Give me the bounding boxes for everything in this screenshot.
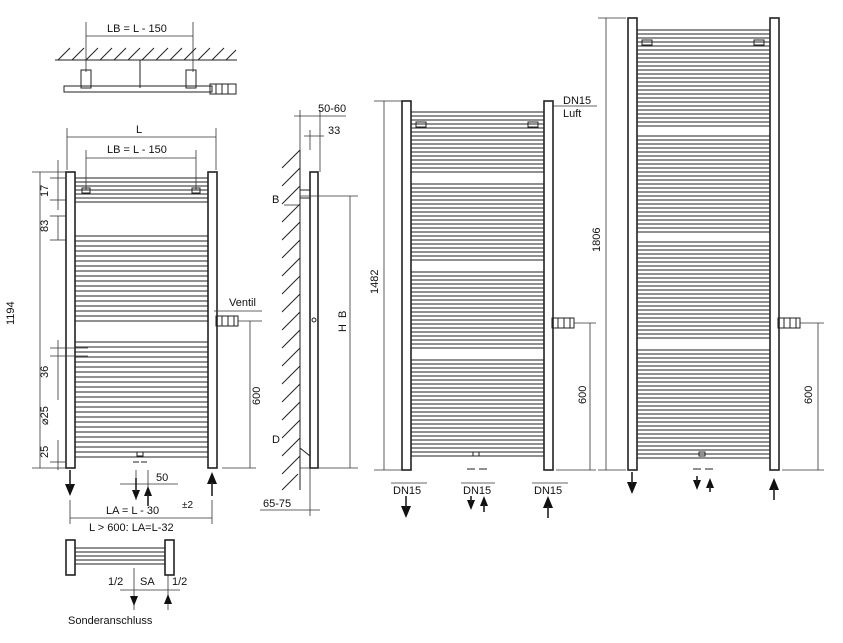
b-dim-label: B xyxy=(337,311,349,318)
dim-25-label: 25 xyxy=(39,446,51,458)
dim-600c-label: 600 xyxy=(803,386,815,404)
dn15-c-label: DN15 xyxy=(534,485,562,497)
dim-600a-label: 600 xyxy=(251,387,263,405)
sonderanschluss-label: Sonderanschluss xyxy=(68,615,153,627)
half-left-label: 1/2 xyxy=(108,576,123,588)
b-bracket-label: B xyxy=(272,194,279,206)
lb-top-label: LB = L - 150 xyxy=(107,23,167,35)
dim-17-label: 17 xyxy=(39,185,51,197)
luft-label: Luft xyxy=(563,108,581,120)
h-label: H xyxy=(337,324,349,332)
la-label: LA = L - 30 xyxy=(106,505,159,517)
dim-83-label: 83 xyxy=(39,220,51,232)
height-1806-label: 1806 xyxy=(591,228,603,252)
radiator-1806-view: 1806 600 xyxy=(591,17,824,500)
height-1482-label: 1482 xyxy=(369,270,381,294)
special-connection-view: 1/2 SA 1/2 Sonderanschluss xyxy=(65,539,187,627)
lb-front-label: LB = L - 150 xyxy=(107,144,167,156)
l-label: L xyxy=(136,124,142,136)
top-view: LB = L - 150 xyxy=(55,22,237,95)
dim-600b-label: 600 xyxy=(577,386,589,404)
dn15-a-label: DN15 xyxy=(393,485,421,497)
radiator-1482-view: 1482 DN15 Luft 600 DN15 DN15 DN15 xyxy=(369,95,597,518)
side-view: 50-60 33 B H B D 65-75 xyxy=(260,103,358,516)
half-right-label: 1/2 xyxy=(172,576,187,588)
front-bars xyxy=(75,177,208,458)
dim-5060-label: 50-60 xyxy=(318,103,346,115)
wall-hatch-top xyxy=(57,47,237,61)
ventil-label: Ventil xyxy=(229,297,256,309)
d-label: D xyxy=(272,434,280,446)
dim-50-label: 50 xyxy=(156,472,168,484)
dim-33-label: 33 xyxy=(328,125,340,137)
dim-6575-label: 65-75 xyxy=(263,498,291,510)
middle-bars xyxy=(411,111,544,457)
dn15-b-label: DN15 xyxy=(463,485,491,497)
dn15-luft-label: DN15 xyxy=(563,95,591,107)
dim-dia25-label: ⌀25 xyxy=(39,406,51,425)
height-1194-label: 1194 xyxy=(5,301,17,325)
sa-label: SA xyxy=(140,576,155,588)
front-view: L LB = L - 150 1194 17 83 36 ⌀25 xyxy=(5,124,263,534)
la-tolerance-label: ±2 xyxy=(182,500,193,511)
tall-bars xyxy=(637,29,770,459)
la-alt-label: L > 600: LA=L-32 xyxy=(89,522,174,534)
dim-36-label: 36 xyxy=(39,366,51,378)
